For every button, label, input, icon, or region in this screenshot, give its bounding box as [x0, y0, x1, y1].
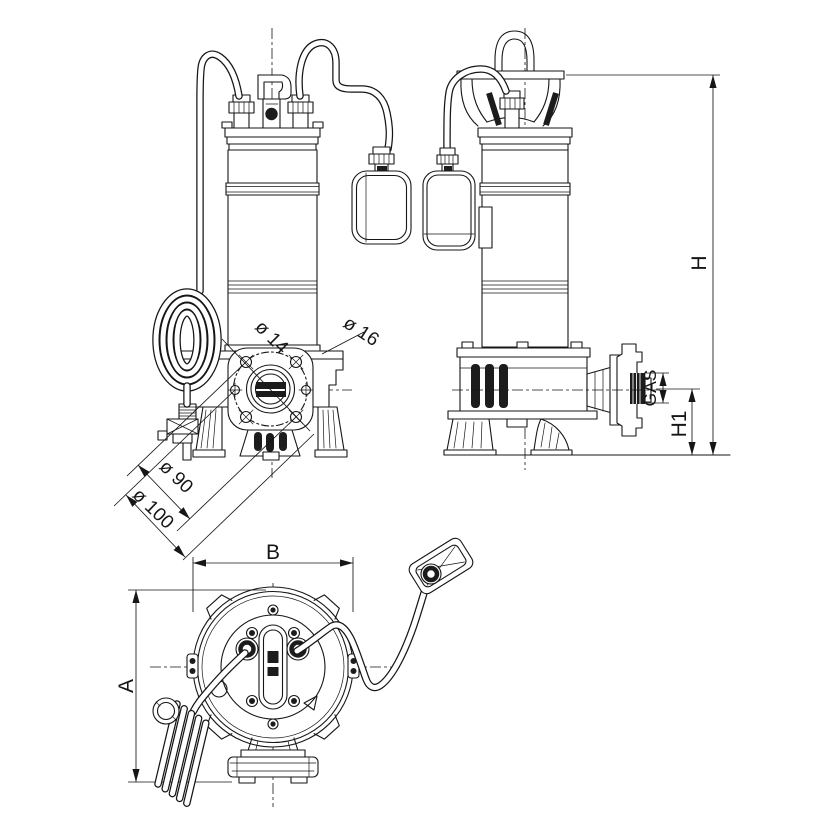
- dimension-label-dia16: ø 16: [339, 313, 382, 351]
- front-view: ø 14 ø 16 ø 90 ø 100: [113, 28, 412, 561]
- top-discharge-flange: [227, 737, 319, 784]
- front-float-switch: [351, 146, 412, 245]
- side-cable-gland: [499, 90, 525, 129]
- side-view: H H1 GAS: [422, 28, 731, 470]
- front-cable-coil: [152, 288, 222, 404]
- dimension-label-A: A: [115, 679, 138, 693]
- top-view: B A: [115, 537, 474, 807]
- top-motor-plate: [210, 614, 326, 720]
- dimension-label-dia100: ø 100: [128, 485, 178, 534]
- handle-hole: [265, 107, 278, 121]
- float-weight-fitting: [157, 403, 199, 461]
- dimension-label-H: H: [688, 255, 711, 270]
- orientation-arrow: [303, 695, 318, 711]
- cable-boss-left: [235, 637, 259, 661]
- gas-thread: [630, 373, 645, 404]
- side-base: [443, 341, 598, 456]
- dimension-label-B: B: [266, 541, 280, 564]
- top-float-switch: [408, 537, 474, 595]
- side-discharge-port: [452, 343, 660, 437]
- top-cable-coil: [152, 697, 206, 803]
- dimension-label-dia90: ø 90: [155, 456, 197, 498]
- side-dimensions: H H1 GAS: [447, 74, 731, 456]
- dimension-label-H1: H1: [668, 411, 691, 438]
- front-handle: [257, 74, 292, 129]
- top-dimensions: B A: [115, 541, 354, 783]
- side-float-switch: [422, 147, 476, 251]
- dimension-label-GAS: GAS: [640, 370, 660, 407]
- front-body: [221, 121, 324, 346]
- name-plate: [478, 206, 493, 249]
- side-body: [477, 127, 573, 348]
